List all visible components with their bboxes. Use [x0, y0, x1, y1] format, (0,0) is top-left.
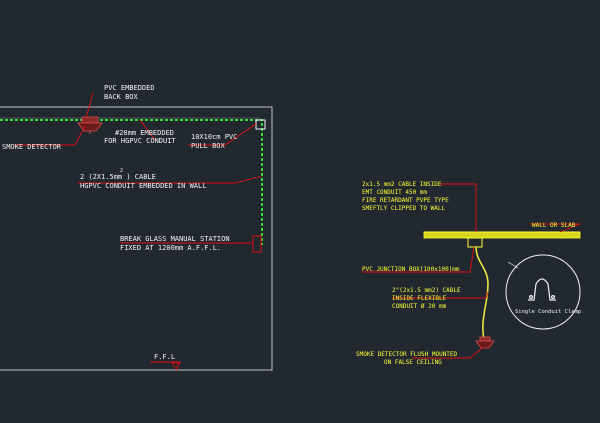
break-glass-label-1: BREAK GLASS MANUAL STATION	[120, 235, 230, 243]
clamp-detail-circle	[505, 254, 581, 330]
ffl-marker-icon	[171, 362, 181, 370]
ceiling-smoke-detector-icon	[475, 336, 495, 349]
ceiling-detector-label-1: SMOKE DETECTOR FLUSH MOUNTED	[356, 351, 458, 358]
pvc-backbox-label-2: BACK BOX	[104, 93, 139, 101]
wall-outline	[0, 106, 273, 371]
cable-note-2: EMT CONDUIT 450 mm	[362, 189, 427, 196]
smoke-detector-label: SMOKE DETECTOR	[2, 143, 62, 151]
pullbox-label-2: PULL BOX	[191, 142, 226, 150]
flex-cable-label-1: 2"(2x1.5 mm2) CABLE	[392, 287, 461, 294]
pull-box-icon	[255, 119, 266, 130]
conduit-label-1: #20mm EMBEDDED	[115, 129, 174, 137]
wall-slab-label: WALL OR SLAB	[532, 222, 576, 229]
flex-cable-label-2: INSIDE FLEXIBLE	[392, 295, 447, 302]
smoke-detector-icon	[77, 116, 103, 134]
cable-note-4: SMEFTLY CLIPPED TO WALL	[362, 205, 445, 212]
break-glass-label-2: FIXED AT 1200mm A.F.F.L.	[120, 244, 221, 252]
leader-lines-right	[362, 183, 581, 359]
cable-label-1: 2 (2X1.5mm ) CABLE	[80, 173, 156, 181]
clamp-detail-connector	[507, 261, 519, 269]
clamp-label: Single Conduit Clamp	[515, 309, 581, 315]
cable-note-3: FIRE RETARDANT PVPE TYPE	[362, 197, 449, 204]
leader-lines-left	[14, 92, 263, 371]
wall-slab-bar	[423, 231, 581, 239]
pullbox-label-1: 10X10cm PVC	[191, 133, 237, 141]
cable-superscript: 2	[120, 168, 123, 174]
junction-box-label: PVC JUNCTION BOX(100x100)mm	[362, 266, 460, 273]
wall-mounted-detail: PVC EMBEDDED BACK BOX SMOKE DETECTOR #20…	[0, 84, 273, 371]
ffl-label: F.F.L	[154, 353, 175, 361]
flexible-conduit	[475, 246, 489, 341]
false-ceiling-detail: 2x1.5 mm2 CABLE INSIDE EMT CONDUIT 450 m…	[356, 181, 581, 366]
junction-box-icon	[467, 237, 483, 248]
flex-cable-label-3: CONDUIT Ø 20 mm	[392, 303, 447, 310]
pvc-backbox-label-1: PVC EMBEDDED	[104, 84, 155, 92]
ceiling-detector-label-2: ON FALSE CEILING	[384, 359, 442, 366]
break-glass-station-icon	[252, 235, 262, 253]
conduit-label-2: FOR HGPVC CONDUIT	[104, 137, 176, 145]
cable-label-2: HGPVC CONDUIT EMBEDDED IN WALL	[80, 182, 206, 190]
conduit-clamp-icon	[528, 278, 556, 301]
cable-note-1: 2x1.5 mm2 CABLE INSIDE	[362, 181, 442, 188]
